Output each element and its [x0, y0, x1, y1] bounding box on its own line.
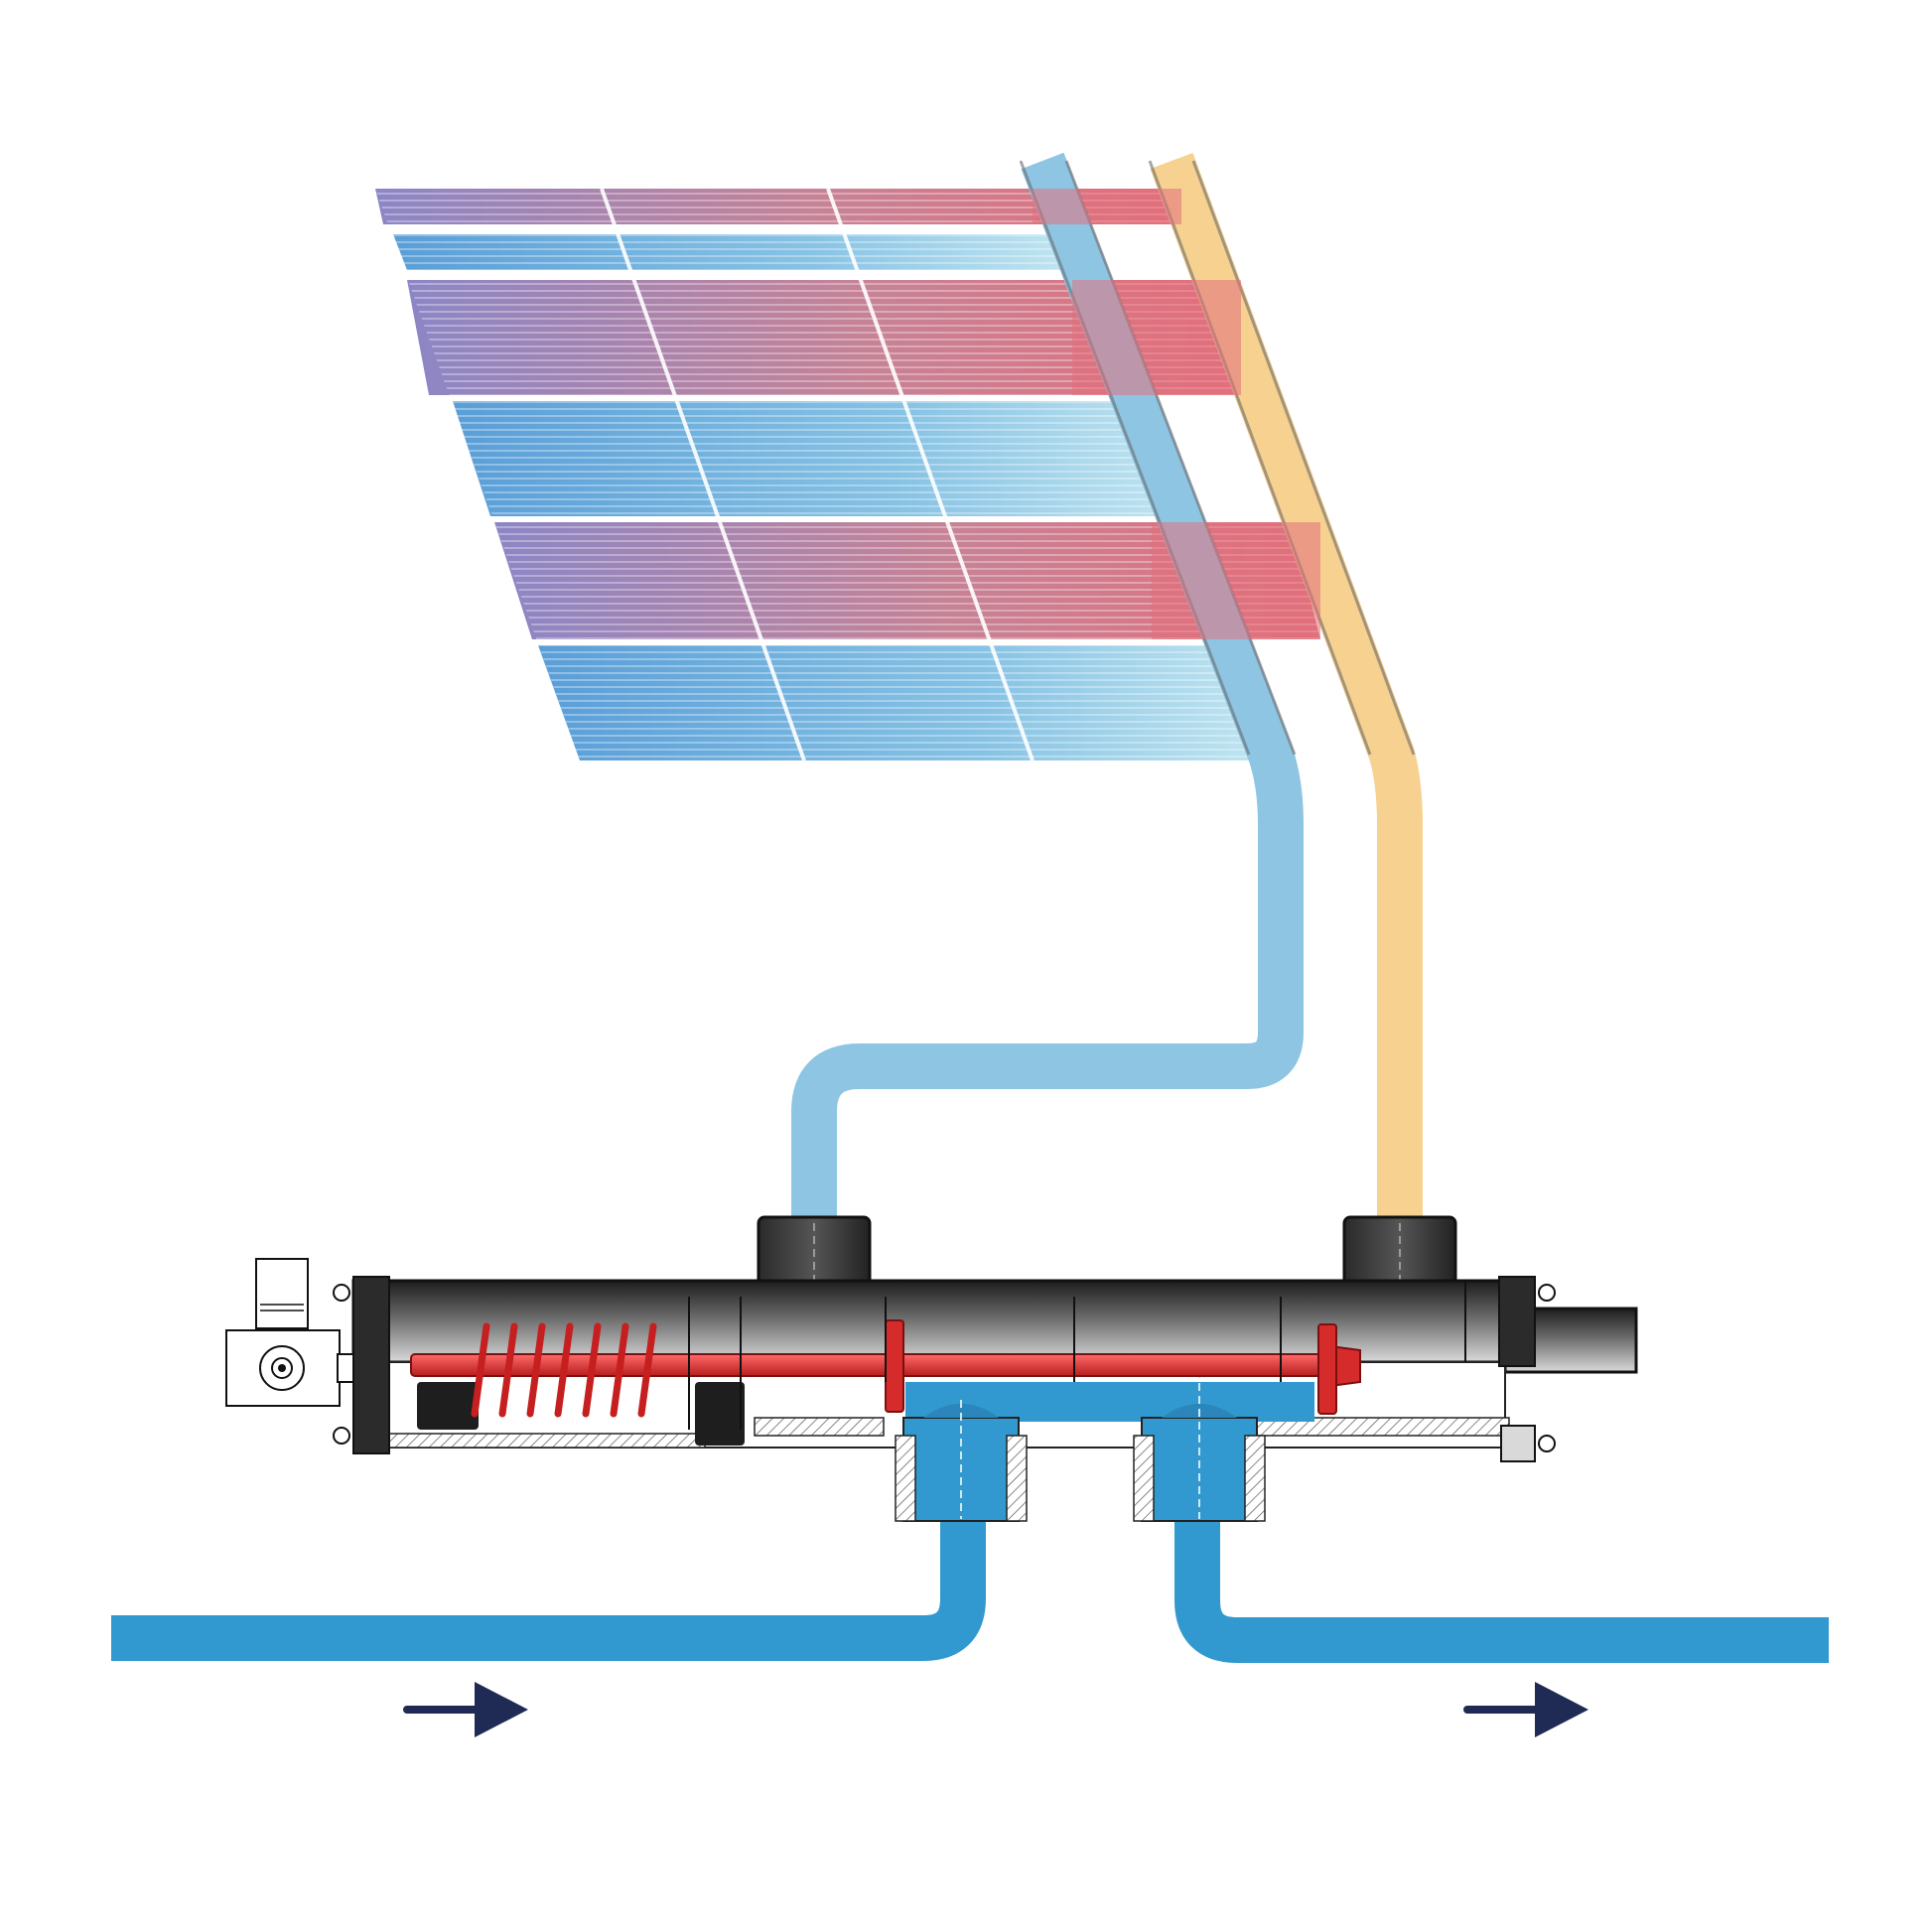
collector-return-pipe — [791, 152, 1304, 1231]
arrow-head-icon — [475, 1682, 528, 1737]
flow-direction-right — [1463, 1682, 1588, 1737]
collector-supply-pipe — [1150, 152, 1423, 1231]
bypass-valve — [225, 1215, 1638, 1522]
collector-dividers — [600, 188, 1035, 761]
valve-bolts — [333, 1284, 1556, 1452]
collector-supply-pipe-edge — [1148, 160, 1372, 756]
flow-direction-left — [403, 1682, 528, 1737]
main-flow-pipe-inlet — [111, 1449, 986, 1661]
collector-supply-pipe-edge-2 — [1191, 160, 1416, 756]
collector-return-pipe-edge — [1019, 160, 1251, 756]
valve-housing — [351, 1279, 1507, 1364]
valve-control-rod — [410, 1353, 1347, 1377]
valve-internals — [688, 1281, 1466, 1430]
collector-return-pipe-edge-2 — [1064, 160, 1297, 756]
arrow-head-icon — [1535, 1682, 1588, 1737]
main-flow-pipe-outlet — [1174, 1449, 1829, 1663]
valve-manual-actuator — [225, 1258, 354, 1407]
valve-flange-left — [352, 1276, 390, 1454]
valve-spring — [471, 1322, 657, 1418]
collector-overlap — [1033, 189, 1320, 639]
valve-flange-right — [1498, 1276, 1536, 1367]
